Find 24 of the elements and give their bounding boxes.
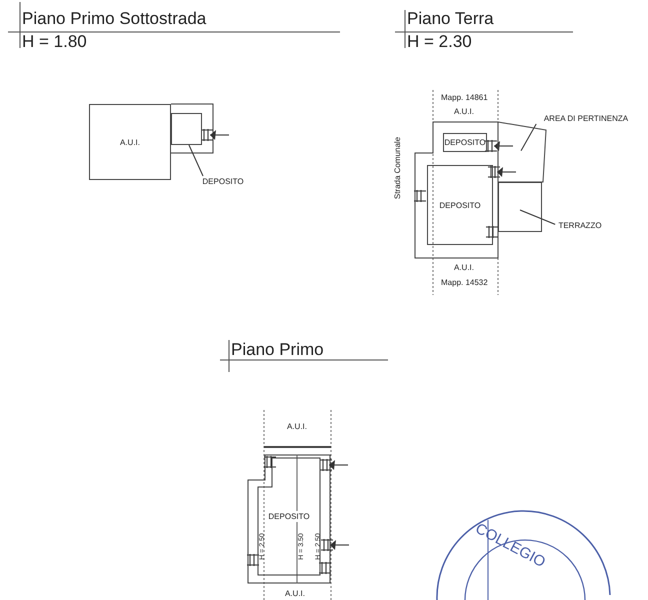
unit-label: A.U.I. xyxy=(285,590,306,598)
parcel-label: Mapp. 14532 xyxy=(441,279,488,287)
room: A.U.I. xyxy=(89,104,171,180)
room-label: AREA DI PERTINENZA xyxy=(533,113,639,124)
parcel-label: Mapp. 14861 xyxy=(441,94,488,102)
height-label: H = 2.30 xyxy=(407,33,472,50)
leader-line xyxy=(520,210,556,225)
leader-line xyxy=(188,144,204,176)
room: DEPOSITO xyxy=(443,133,487,152)
floor-title: Piano Terra xyxy=(407,10,494,27)
unit-label: A.U.I. xyxy=(287,423,308,431)
room-outline xyxy=(171,113,202,145)
leader-line xyxy=(520,124,537,152)
room: DEPOSITO xyxy=(427,165,493,245)
room-outline xyxy=(498,182,542,232)
unit-label: A.U.I. xyxy=(454,108,474,116)
room-label: DEPOSITO xyxy=(198,176,248,187)
area-outline xyxy=(498,122,546,182)
unit-label: A.U.I. xyxy=(454,264,474,272)
height-label: H = 1.80 xyxy=(22,33,87,50)
street-label: Strada Comunale xyxy=(394,136,402,200)
floor-title: Piano Primo Sottostrada xyxy=(22,10,206,27)
room-label: TERRAZZO xyxy=(553,220,607,231)
floor-title: Piano Primo xyxy=(231,341,324,358)
